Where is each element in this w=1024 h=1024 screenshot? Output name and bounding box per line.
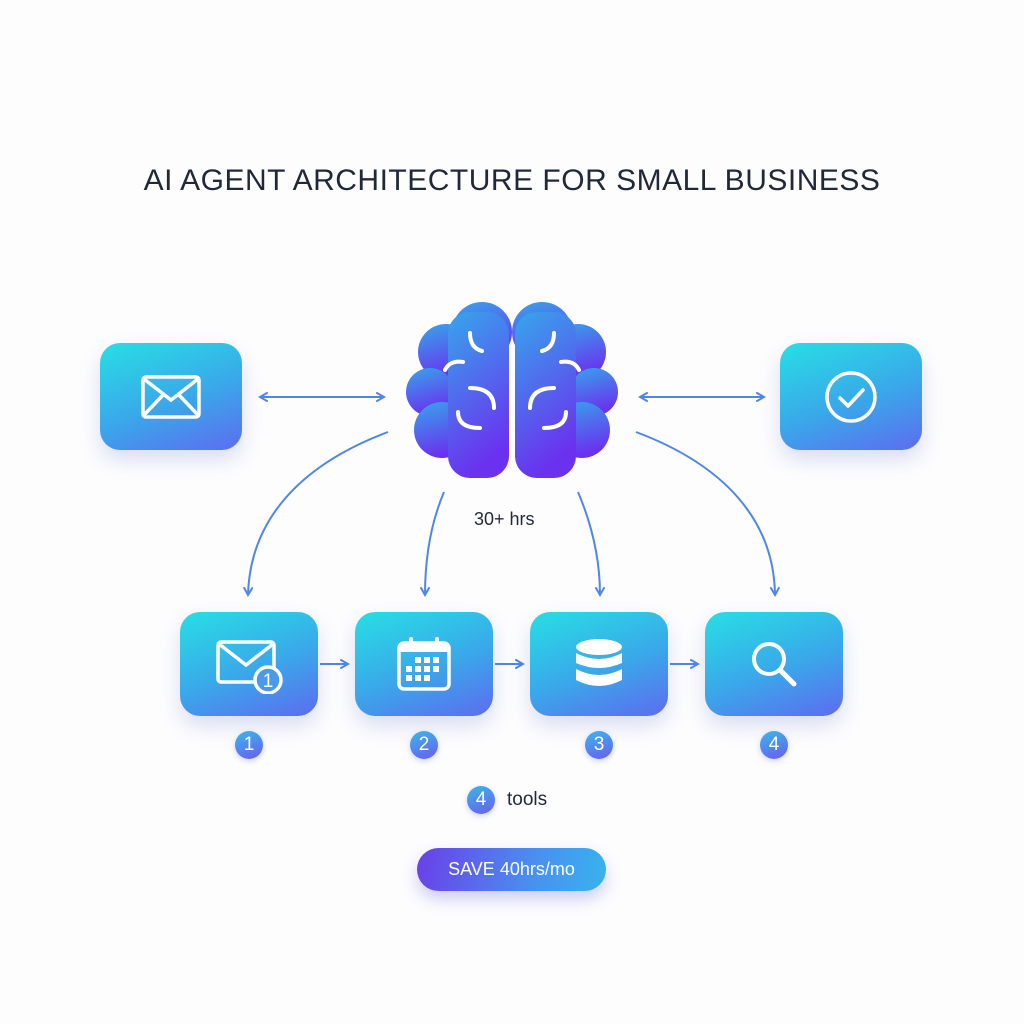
search-icon bbox=[752, 642, 797, 687]
save-hours-button[interactable]: SAVE 40hrs/mo bbox=[417, 848, 606, 891]
tools-label: tools bbox=[507, 789, 548, 810]
approval-node[interactable] bbox=[780, 343, 922, 450]
calendar-icon bbox=[397, 637, 451, 691]
email-node[interactable] bbox=[100, 343, 242, 450]
database-icon bbox=[576, 639, 622, 686]
step-number-2: 2 bbox=[410, 731, 438, 759]
step-number-3: 3 bbox=[585, 731, 613, 759]
step-1-email[interactable]: 1 bbox=[180, 612, 318, 716]
arrow-brain-step3 bbox=[577, 491, 600, 595]
step-3-database[interactable] bbox=[530, 612, 668, 716]
arrow-brain-step2 bbox=[425, 491, 445, 595]
page-title: AI AGENT ARCHITECTURE FOR SMALL BUSINESS bbox=[143, 164, 881, 197]
svg-text:1: 1 bbox=[263, 671, 274, 692]
arrow-brain-step4 bbox=[635, 431, 775, 595]
envelope-icon bbox=[141, 374, 201, 419]
arrow-brain-step1 bbox=[248, 431, 389, 595]
step-2-calendar[interactable] bbox=[355, 612, 493, 716]
brain-icon bbox=[406, 302, 618, 478]
brain-left-hemisphere bbox=[406, 302, 512, 478]
step-4-search[interactable] bbox=[705, 612, 843, 716]
time-label: 30+ hrs bbox=[474, 509, 535, 529]
check-circle-icon bbox=[825, 370, 877, 423]
envelope-badge-icon: 1 bbox=[216, 640, 283, 694]
step-number-1: 1 bbox=[235, 731, 263, 759]
tools-count-badge: 4 bbox=[467, 786, 495, 814]
step-number-4: 4 bbox=[760, 731, 788, 759]
brain-right-hemisphere bbox=[512, 302, 618, 478]
